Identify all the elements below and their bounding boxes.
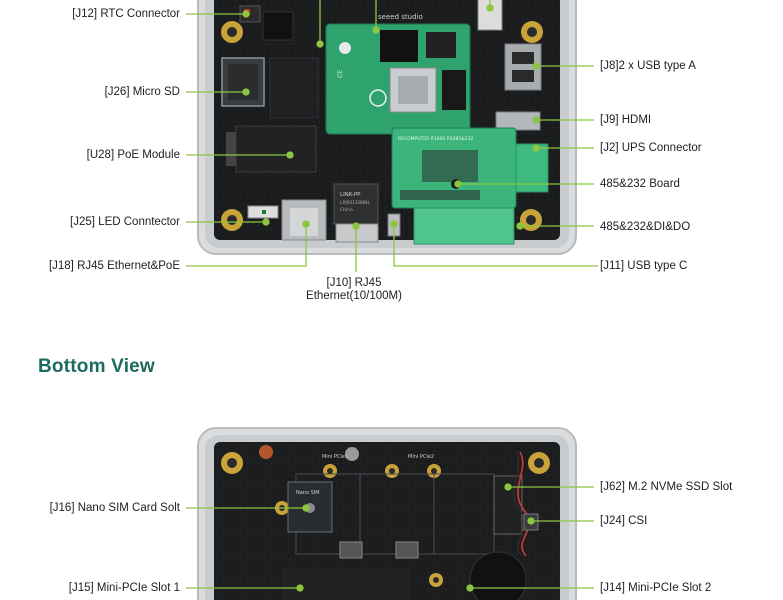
label-j12-rtc-connector: [J12] RTC Connector bbox=[72, 8, 180, 20]
svg-text:CE: CE bbox=[337, 70, 344, 78]
leader-lines-top bbox=[186, 0, 598, 272]
rs485-board: RECOMPUTER R1000 RS485&232 bbox=[391, 127, 517, 209]
label-j15-mini-pcie-1: [J15] Mini-PCIe Slot 1 bbox=[68, 582, 180, 594]
svg-text:China: China bbox=[340, 207, 353, 213]
cm4-module: CE bbox=[325, 23, 471, 135]
brand-print: seeed studio bbox=[378, 13, 423, 21]
sim-slot: Nano SIM bbox=[287, 481, 333, 533]
label-u28-poe-module: [U28] PoE Module bbox=[86, 149, 180, 161]
label-j24-csi: [J24] CSI bbox=[600, 515, 648, 527]
label-485-232-di-do: 485&232&DI&DO bbox=[600, 221, 691, 233]
bottom-view-title: Bottom View bbox=[38, 356, 155, 377]
pcie2-print: Mini PCIe2 bbox=[408, 454, 434, 460]
usb-a-ports bbox=[504, 43, 542, 91]
svg-text:Nano SIM: Nano SIM bbox=[296, 490, 320, 496]
label-j10-line1: [J10] RJ45 bbox=[326, 277, 382, 289]
label-j26-micro-sd: [J26] Micro SD bbox=[104, 86, 180, 98]
poe-module bbox=[226, 125, 317, 173]
label-j14-mini-pcie-2: [J14] Mini-PCIe Slot 2 bbox=[600, 582, 712, 594]
pcie1-print: Mini PCIe1 bbox=[322, 454, 348, 460]
ethernet-transformer: LINK-PP LPJ0011BBNL China bbox=[333, 183, 379, 243]
label-485-232-board: 485&232 Board bbox=[600, 178, 680, 190]
label-j18-rj45-poe: [J18] RJ45 Ethernet&PoE bbox=[48, 260, 180, 272]
ups-terminal bbox=[515, 143, 549, 193]
label-j10-line2: Ethernet(10/100M) bbox=[306, 290, 402, 302]
label-j2-ups-connector: [J2] UPS Connector bbox=[600, 142, 702, 154]
leader-lines-bottom bbox=[186, 483, 594, 592]
dido-terminal bbox=[413, 207, 515, 245]
svg-text:LPJ0011BBNL: LPJ0011BBNL bbox=[340, 200, 371, 206]
ethernet-chip-text: LINK-PP bbox=[340, 192, 361, 198]
label-j11-usb-type-c: [J11] USB type C bbox=[600, 260, 688, 272]
svg-text:RECOMPUTER R1000 RS485&232: RECOMPUTER R1000 RS485&232 bbox=[398, 136, 474, 142]
micro-sd-slot bbox=[221, 57, 319, 119]
hdmi-port bbox=[495, 111, 541, 131]
label-j9-hdmi: [J9] HDMI bbox=[600, 114, 652, 126]
rj45-poe-port bbox=[281, 199, 327, 241]
label-j10-rj45-ethernet: [J10] RJ45 Ethernet(10/100M) bbox=[292, 277, 416, 303]
label-j8-usb-type-a: [J8]2 x USB type A bbox=[600, 60, 696, 72]
label-j25-led-connector: [J25] LED Conntector bbox=[70, 216, 180, 228]
label-j16-nano-sim: [J16] Nano SIM Card Solt bbox=[49, 502, 180, 514]
led-connector bbox=[247, 205, 279, 219]
label-j62-m2-nvme: [J62] M.2 NVMe SSD Slot bbox=[600, 481, 733, 493]
